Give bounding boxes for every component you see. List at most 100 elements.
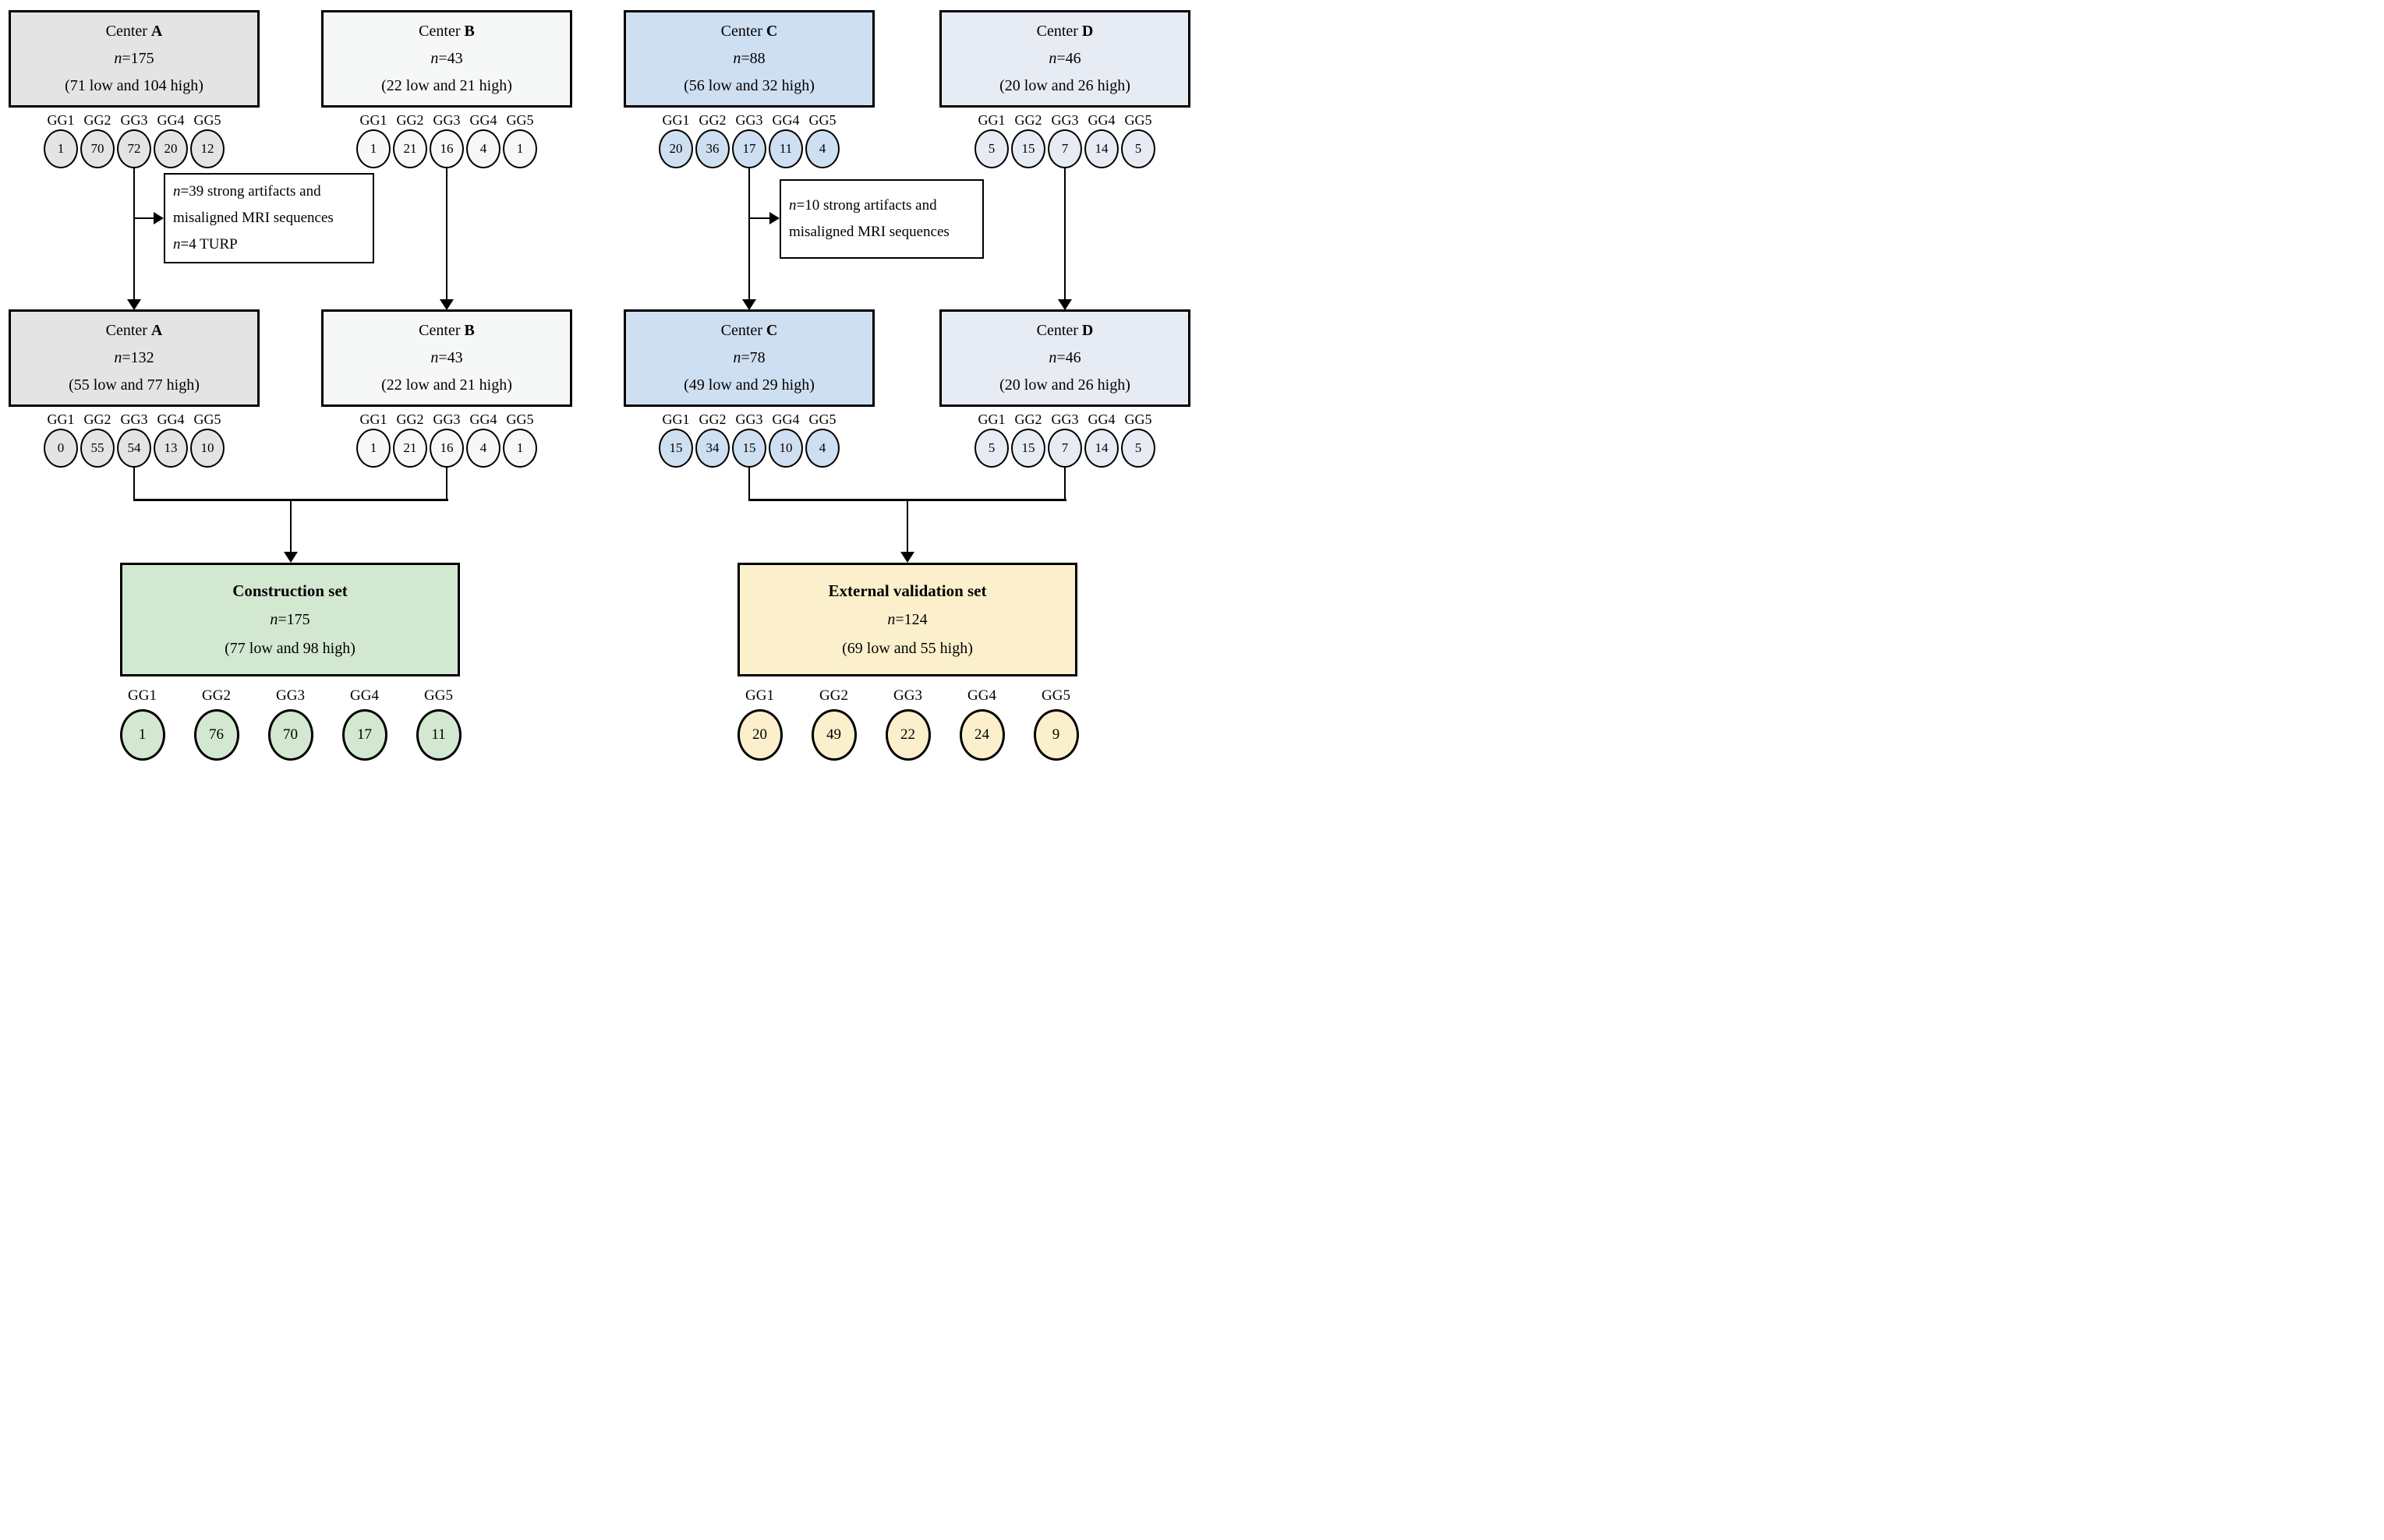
gg3-count-circle: 72 — [117, 129, 151, 168]
gg5-label: GG5 — [1124, 411, 1152, 427]
gg-labels-row: GG1 GG2 GG3 GG4 GG5 — [105, 687, 476, 705]
gg3-count-circle: 16 — [430, 429, 464, 468]
gg5-count-circle: 1 — [503, 129, 537, 168]
gg2-count-circle: 36 — [695, 129, 730, 168]
gg5-label: GG5 — [808, 112, 837, 128]
gg3-label: GG3 — [1051, 112, 1079, 128]
gg3-count-circle: 22 — [885, 709, 931, 761]
arrowhead-down-icon — [127, 299, 141, 310]
arrowhead-right-icon — [154, 212, 164, 224]
column-center-b: Center B n=43 (22 low and 21 high) GG1 G… — [321, 0, 572, 770]
gg4-count-circle: 24 — [959, 709, 1005, 761]
gg2-label: GG2 — [83, 112, 111, 128]
gg4-count-circle: 13 — [154, 429, 188, 468]
arrowhead-down-icon — [440, 299, 454, 310]
construction-set-box: Construction set n=175 (77 low and 98 hi… — [120, 563, 460, 676]
connector-line — [1064, 167, 1066, 299]
gg4-label: GG4 — [772, 411, 800, 427]
gg2-count-circle: 21 — [393, 429, 427, 468]
exclusion-box-right: n=10 strong artifacts and misaligned MRI… — [780, 179, 984, 259]
gg3-label: GG3 — [120, 112, 148, 128]
gg1-label: GG1 — [978, 411, 1006, 427]
gg2-label: GG2 — [699, 411, 727, 427]
gg5-count-circle: 5 — [1121, 129, 1155, 168]
box-title: Center A — [105, 23, 163, 40]
center-b-filtered-box: Center B n=43 (22 low and 21 high) — [321, 309, 572, 407]
box-title: Center D — [1036, 322, 1094, 339]
gg1-count-circle: 1 — [44, 129, 78, 168]
box-title: Center B — [419, 322, 475, 339]
gg1-label: GG1 — [359, 411, 387, 427]
gg4-label: GG4 — [469, 411, 497, 427]
output-title: Construction set — [232, 581, 348, 600]
box-breakdown: (56 low and 32 high) — [684, 77, 815, 94]
gg5-count-circle: 4 — [805, 429, 840, 468]
gg3-count-circle: 7 — [1048, 429, 1082, 468]
gg-labels-row: GG1 GG2 GG3 GG4 GG5 — [939, 112, 1190, 129]
box-title: Center A — [105, 322, 163, 339]
merge-stub-line — [1064, 468, 1066, 500]
gg3-label: GG3 — [1051, 411, 1079, 427]
gg1-count-circle: 20 — [659, 129, 693, 168]
gg-count-circles-row: 20 49 22 24 9 — [723, 709, 1093, 761]
gg-count-circles-row: 1 70 72 20 12 — [9, 129, 260, 168]
gg3-label: GG3 — [735, 411, 763, 427]
gg-count-circles-row: 1 21 16 4 1 — [321, 129, 572, 168]
gg2-label: GG2 — [202, 687, 231, 704]
box-breakdown: (22 low and 21 high) — [381, 77, 512, 94]
exclusion-branch-line — [134, 217, 154, 219]
box-title: Center B — [419, 23, 475, 40]
gg5-count-circle: 11 — [416, 709, 462, 761]
gg1-count-circle: 1 — [119, 709, 165, 761]
gg4-count-circle: 11 — [769, 129, 803, 168]
gg3-label: GG3 — [433, 112, 461, 128]
gg-count-circles-row: 15 34 15 10 4 — [624, 429, 875, 468]
box-title: Center D — [1036, 23, 1094, 40]
output-title: External validation set — [828, 581, 987, 600]
gg5-count-circle: 5 — [1121, 429, 1155, 468]
gg2-count-circle: 55 — [80, 429, 115, 468]
gg4-count-circle: 10 — [769, 429, 803, 468]
gg5-count-circle: 9 — [1033, 709, 1079, 761]
gg-labels-row: GG1 GG2 GG3 GG4 GG5 — [321, 411, 572, 428]
output-breakdown: (69 low and 55 high) — [842, 639, 973, 657]
gg1-count-circle: 1 — [356, 129, 391, 168]
gg2-count-circle: 76 — [193, 709, 239, 761]
box-n-count: n=88 — [733, 50, 766, 67]
gg4-label: GG4 — [157, 112, 185, 128]
merge-stub-line — [133, 468, 135, 500]
box-title: Center C — [720, 23, 778, 40]
center-a-filtered-box: Center A n=132 (55 low and 77 high) — [9, 309, 260, 407]
gg2-label: GG2 — [83, 411, 111, 427]
box-breakdown: (20 low and 26 high) — [999, 376, 1130, 394]
gg3-count-circle: 54 — [117, 429, 151, 468]
gg4-label: GG4 — [1088, 112, 1116, 128]
gg3-label: GG3 — [893, 687, 922, 704]
gg1-label: GG1 — [662, 411, 690, 427]
gg-count-circles-row: 5 15 7 14 5 — [939, 129, 1190, 168]
exclusion-box-left: n=39 strong artifacts and misaligned MRI… — [164, 173, 374, 263]
gg-labels-row: GG1 GG2 GG3 GG4 GG5 — [9, 411, 260, 428]
gg1-count-circle: 5 — [974, 129, 1009, 168]
box-breakdown: (22 low and 21 high) — [381, 376, 512, 394]
gg1-label: GG1 — [47, 112, 75, 128]
gg3-label: GG3 — [276, 687, 305, 704]
gg4-count-circle: 4 — [466, 429, 500, 468]
center-d-initial-box: Center D n=46 (20 low and 26 high) — [939, 10, 1190, 108]
gg4-label: GG4 — [350, 687, 379, 704]
column-center-d: Center D n=46 (20 low and 26 high) GG1 G… — [939, 0, 1190, 770]
gg4-label: GG4 — [1088, 411, 1116, 427]
gg4-label: GG4 — [157, 411, 185, 427]
arrowhead-down-icon — [900, 552, 914, 563]
column-center-a: Center A n=175 (71 low and 104 high) GG1… — [9, 0, 260, 770]
gg-count-circles-row: 20 36 17 11 4 — [624, 129, 875, 168]
center-c-initial-box: Center C n=88 (56 low and 32 high) — [624, 10, 875, 108]
exclusion-line: n=10 strong artifacts and — [789, 197, 937, 214]
gg5-label: GG5 — [193, 411, 221, 427]
gg4-count-circle: 14 — [1084, 129, 1119, 168]
gg1-count-circle: 20 — [737, 709, 783, 761]
gg2-count-circle: 15 — [1011, 129, 1045, 168]
box-n-count: n=46 — [1049, 50, 1081, 67]
box-n-count: n=175 — [114, 50, 154, 67]
gg-count-circles-row: 5 15 7 14 5 — [939, 429, 1190, 468]
